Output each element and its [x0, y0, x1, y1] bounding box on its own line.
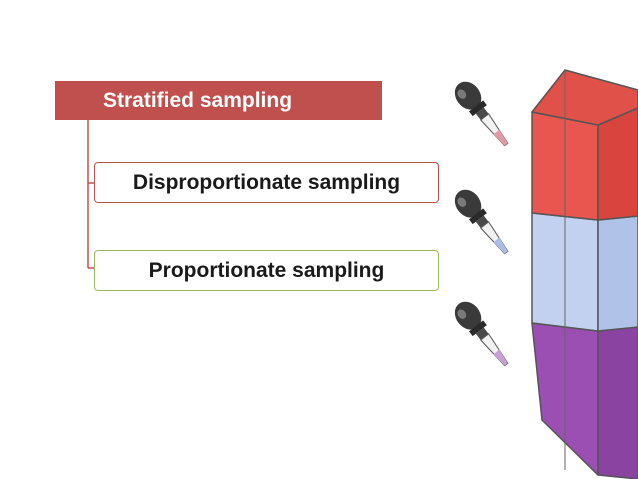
- disproportionate-sampling-box: Disproportionate sampling: [94, 162, 439, 203]
- proportionate-sampling-label: Proportionate sampling: [148, 258, 385, 282]
- stratified-sampling-label: Stratified sampling: [103, 88, 293, 112]
- disproportionate-sampling-label: Disproportionate sampling: [132, 170, 401, 194]
- dropper-blue-icon: [454, 189, 509, 255]
- column-red-side: [597, 107, 638, 221]
- dropper-red-icon: [454, 81, 509, 147]
- column-blue-side: [597, 215, 638, 332]
- column-bottom-edge: [541, 419, 599, 476]
- dropper-purple-icon: [454, 301, 509, 367]
- stratified-column: [531, 69, 638, 479]
- stratified-sampling-box: Stratified sampling: [55, 81, 382, 120]
- column-red-top: [531, 69, 638, 126]
- proportionate-sampling-box: Proportionate sampling: [94, 250, 439, 291]
- connector-lines: [87, 120, 94, 269]
- column-purple-side: [597, 326, 638, 479]
